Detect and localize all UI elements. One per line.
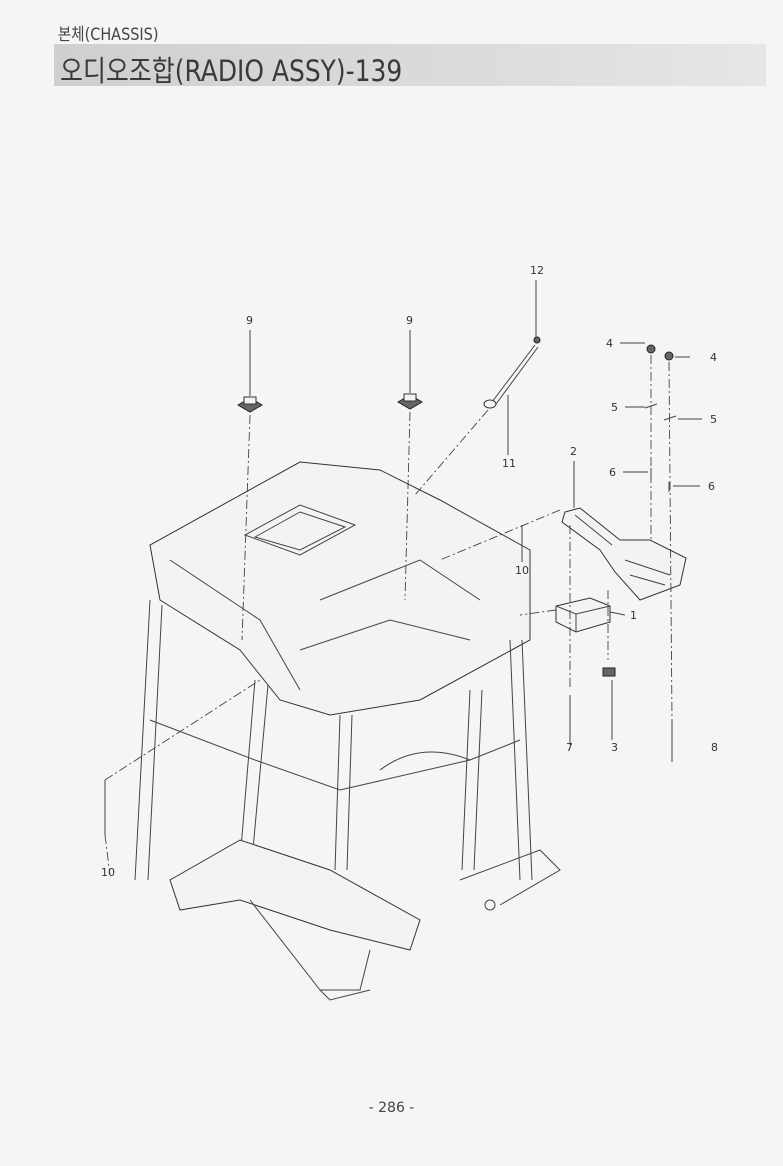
callout-6: 6 xyxy=(609,466,616,479)
page-title: 오디오조합(RADIO ASSY)-139 xyxy=(60,54,403,88)
callout-10: 10 xyxy=(515,564,529,577)
radio-unit xyxy=(555,597,611,633)
callout-3: 3 xyxy=(611,741,618,754)
callout-9: 9 xyxy=(246,314,253,327)
callout-4: 4 xyxy=(710,351,717,364)
antenna xyxy=(483,336,541,409)
callout-11: 11 xyxy=(502,457,516,470)
callout-12: 12 xyxy=(530,264,544,277)
assembly-lines xyxy=(104,355,673,876)
callout-6: 6 xyxy=(708,480,715,493)
callout-1: 1 xyxy=(630,609,637,622)
callout-leaders xyxy=(249,280,702,740)
callout-7: 7 xyxy=(566,741,573,754)
callout-8: 8 xyxy=(711,741,718,754)
title-bar xyxy=(54,44,766,86)
cab-frame xyxy=(134,599,561,1001)
callout-5: 5 xyxy=(710,413,717,426)
section-heading: 본체(CHASSIS) xyxy=(58,25,159,45)
callout-9: 9 xyxy=(406,314,413,327)
callout-5: 5 xyxy=(611,401,618,414)
callout-10: 10 xyxy=(101,866,115,879)
radio-bracket xyxy=(561,507,687,601)
callout-4: 4 xyxy=(606,337,613,350)
page-number: - 286 - xyxy=(368,1100,415,1116)
speaker-right xyxy=(397,393,423,410)
clip-part xyxy=(602,667,616,677)
speaker-left xyxy=(237,396,263,413)
cab-roof xyxy=(149,461,531,716)
callout-2: 2 xyxy=(570,445,577,458)
